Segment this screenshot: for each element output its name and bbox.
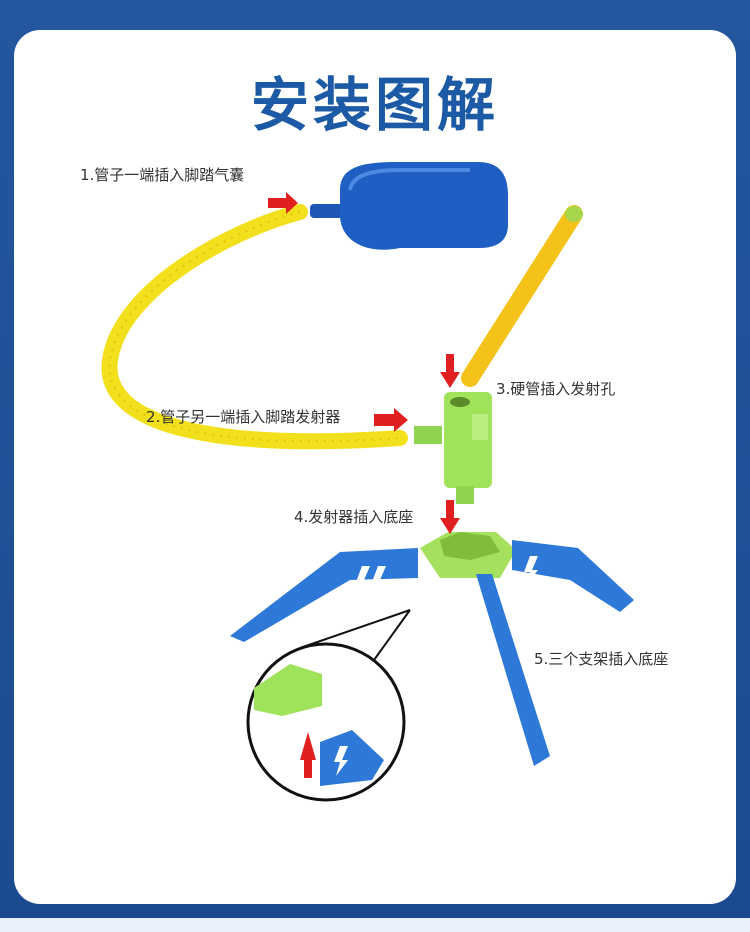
arrow-right-icon <box>374 408 408 432</box>
detail-zoom-circle <box>246 642 406 802</box>
step-2-label: 2.管子另一端插入脚踏发射器 <box>146 408 341 426</box>
foot-airbag <box>310 162 508 250</box>
arrow-down-icon <box>440 500 460 534</box>
step-5-label: 5.三个支架插入底座 <box>534 650 669 668</box>
step-4-label: 4.发射器插入底座 <box>294 508 414 526</box>
lightning-icon <box>356 556 538 596</box>
launcher-base <box>420 532 516 578</box>
arrow-up-icon <box>300 732 316 778</box>
arrow-down-icon <box>440 354 460 388</box>
arrow-right-icon <box>268 192 298 214</box>
support-legs <box>230 540 634 766</box>
bottom-strip <box>0 918 750 932</box>
page-title: 安装图解 <box>250 71 499 139</box>
rigid-tube <box>461 205 583 387</box>
step-1-label: 1.管子一端插入脚踏气囊 <box>80 166 245 184</box>
launcher-body <box>414 392 492 504</box>
step-3-label: 3.硬管插入发射孔 <box>496 380 616 398</box>
